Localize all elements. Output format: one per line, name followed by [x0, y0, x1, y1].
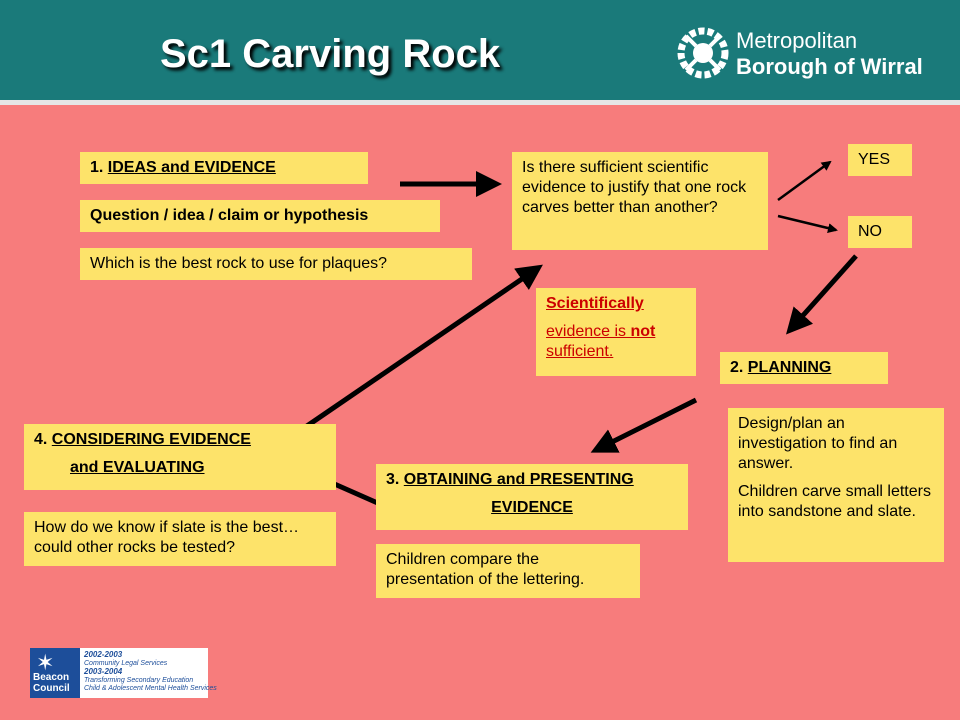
obtaining-detail: Children compare the presentation of the… — [376, 544, 640, 598]
arrow-no-to-planning — [786, 254, 858, 335]
ideas-example: Which is the best rock to use for plaque… — [80, 248, 472, 280]
arrow-considering-to-question — [302, 264, 543, 431]
beacon-awards: 2002-2003 Community Legal Services 2003-… — [84, 650, 217, 694]
warning-line-2: evidence is not — [546, 322, 686, 342]
warning-line-2-pre: evidence is — [546, 323, 631, 340]
beacon-logo: ✶ Beacon Council — [30, 648, 80, 698]
wirral-crest-icon — [677, 27, 729, 79]
planning-num: 2. — [730, 359, 748, 376]
obtaining-heading-box: 3. OBTAINING and PRESENTING EVIDENCE — [376, 464, 688, 530]
slide-header — [0, 0, 960, 100]
decision-question: Is there sufficient scientific evidence … — [512, 152, 768, 250]
obtaining-heading-line-1: 3. OBTAINING and PRESENTING — [386, 470, 678, 490]
council-logo-text: Metropolitan Borough of Wirral — [736, 28, 923, 80]
obtaining-num: 3. — [386, 471, 404, 488]
arrow-planning-to-obtaining — [590, 397, 698, 453]
beacon-council-badge: ✶ Beacon Council 2002-2003 Community Leg… — [30, 648, 217, 698]
beacon-star-icon: ✶ — [36, 650, 55, 675]
slide-title: Sc1 Carving Rock — [160, 32, 501, 76]
ideas-heading: IDEAS and EVIDENCE — [107, 159, 276, 176]
warning-not: not — [630, 323, 656, 340]
logo-line-1: Metropolitan — [736, 28, 858, 53]
beacon-year-2: 2003-2004 — [84, 667, 123, 676]
considering-heading-box: 4. CONSIDERING EVIDENCE and EVALUATING — [24, 424, 336, 490]
planning-heading-box: 2. PLANNING — [720, 352, 888, 384]
obtaining-heading-1: OBTAINING and PRESENTING — [403, 471, 634, 488]
warning-box: Scientifically evidence is not sufficien… — [536, 288, 696, 376]
considering-heading-line-2: and EVALUATING — [70, 458, 326, 478]
beacon-name-line-2: Council — [33, 683, 70, 694]
considering-heading-2: and EVALUATING — [70, 459, 205, 476]
ideas-heading-box: 1. IDEAS and EVIDENCE — [80, 152, 368, 184]
planning-activity: Children carve small letters into sandst… — [738, 483, 931, 520]
beacon-name: Beacon Council — [33, 672, 70, 694]
beacon-award-1: Community Legal Services — [84, 659, 168, 667]
beacon-name-line-1: Beacon — [33, 672, 70, 683]
considering-num: 4. — [34, 431, 52, 448]
planning-detail-box: Design/plan an investigation to find an … — [728, 408, 944, 562]
decision-yes: YES — [848, 144, 912, 176]
warning-line-3: sufficient. — [546, 343, 614, 360]
planning-design: Design/plan an investigation to find an … — [738, 415, 898, 472]
considering-heading-1: CONSIDERING EVIDENCE — [51, 431, 251, 448]
considering-heading-line-1: 4. CONSIDERING EVIDENCE — [34, 430, 326, 450]
beacon-award-2: Transforming Secondary Education — [84, 676, 194, 684]
warning-line-1: Scientifically — [546, 295, 644, 312]
beacon-year-1: 2002-2003 — [84, 650, 123, 659]
beacon-award-3: Child & Adolescent Mental Health Service… — [84, 685, 217, 692]
ideas-question-label: Question / idea / claim or hypothesis — [80, 200, 440, 232]
considering-question: How do we know if slate is the best…coul… — [24, 512, 336, 566]
ideas-num: 1. — [90, 159, 108, 176]
obtaining-heading-line-2: EVIDENCE — [386, 498, 678, 518]
logo-line-2: Borough of Wirral — [736, 54, 923, 79]
arrow-to-yes — [777, 160, 832, 202]
planning-heading: PLANNING — [747, 359, 832, 376]
obtaining-heading-2: EVIDENCE — [491, 499, 573, 516]
decision-no: NO — [848, 216, 912, 248]
arrow-to-no — [777, 214, 838, 233]
header-divider — [0, 100, 960, 105]
